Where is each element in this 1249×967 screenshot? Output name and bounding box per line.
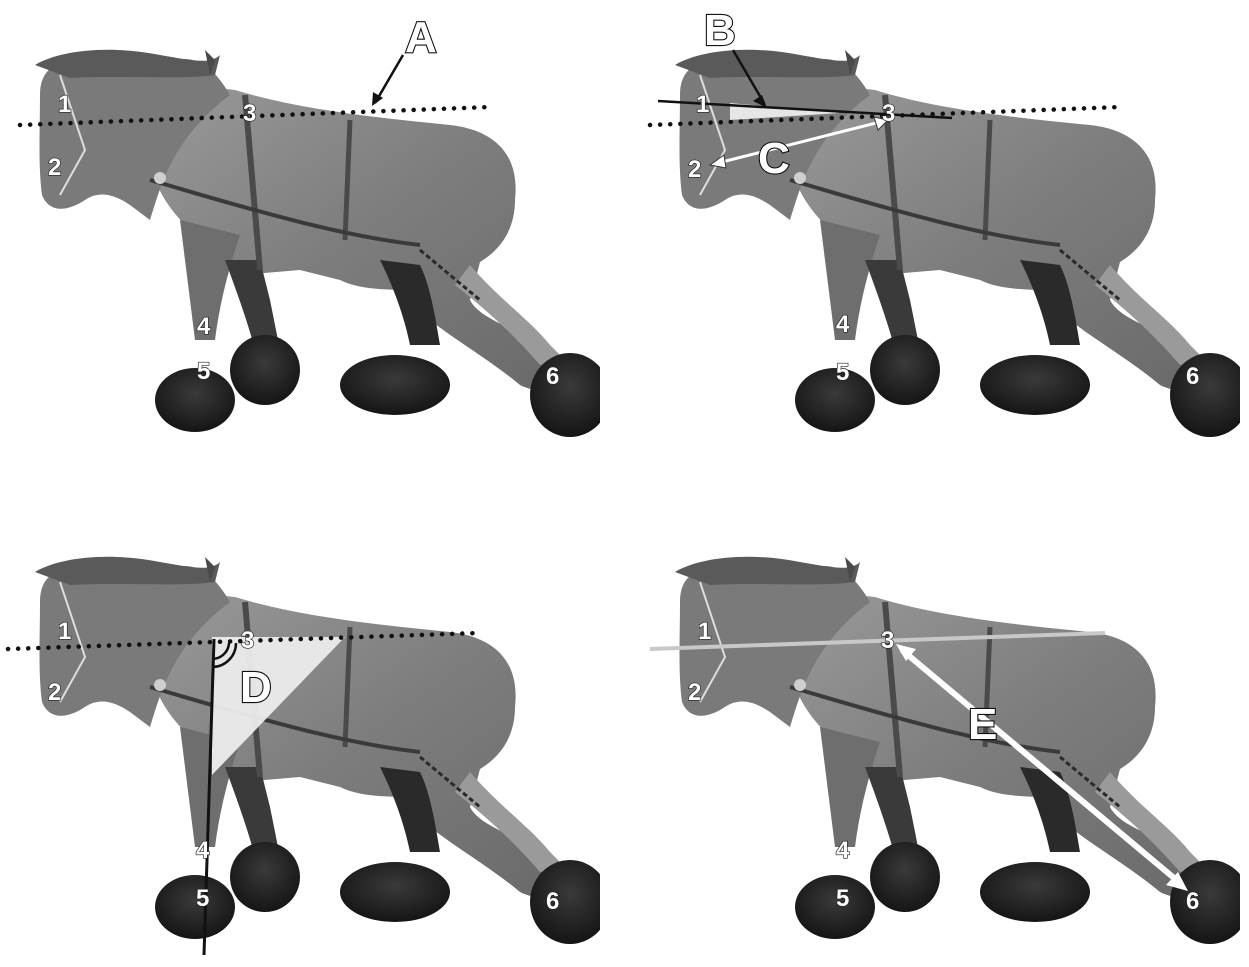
label-a: A (405, 13, 437, 62)
label-c: C (758, 134, 790, 183)
point-3: 3 (241, 627, 254, 654)
point-4: 4 (836, 311, 850, 338)
point-6: 6 (1186, 888, 1199, 915)
point-1: 1 (58, 618, 71, 645)
panel-e: E 1 2 3 4 5 6 (640, 507, 1240, 967)
point-6: 6 (546, 888, 559, 915)
point-5: 5 (197, 358, 210, 385)
point-4: 4 (836, 837, 850, 864)
point-2: 2 (688, 156, 701, 183)
point-4: 4 (196, 837, 210, 864)
point-3: 3 (881, 627, 894, 654)
point-6: 6 (546, 363, 559, 390)
horse-image (35, 50, 600, 437)
point-2: 2 (48, 679, 61, 706)
label-e: E (968, 700, 997, 749)
point-3: 3 (882, 100, 895, 127)
horse-image (35, 557, 600, 944)
point-4: 4 (197, 313, 211, 340)
panel-a: A 1 2 3 4 5 6 (0, 0, 600, 460)
horse-image (675, 557, 1240, 944)
point-2: 2 (48, 154, 61, 181)
point-1: 1 (698, 618, 711, 645)
point-1: 1 (58, 91, 71, 118)
panel-d: D 1 2 3 4 5 6 (0, 507, 600, 967)
point-1: 1 (696, 91, 709, 118)
point-5: 5 (196, 885, 209, 912)
point-3: 3 (243, 100, 256, 127)
point-5: 5 (836, 359, 849, 386)
panel-b-c: B C 1 2 3 4 5 6 (640, 0, 1240, 460)
point-6: 6 (1186, 363, 1199, 390)
label-d: D (240, 663, 272, 712)
point-2: 2 (688, 679, 701, 706)
label-b: B (704, 6, 736, 55)
point-5: 5 (836, 885, 849, 912)
